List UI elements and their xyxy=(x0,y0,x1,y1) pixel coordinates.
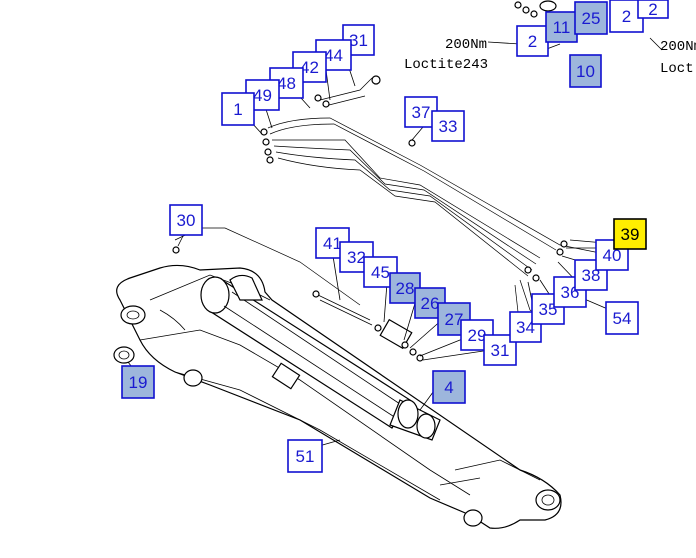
callout-4: 4 xyxy=(432,370,466,404)
callout-27: 27 xyxy=(437,302,471,336)
callout-19: 19 xyxy=(121,365,155,399)
boom-arm xyxy=(116,264,562,529)
callout-shade xyxy=(444,307,464,331)
callout-box xyxy=(637,0,669,19)
callout-label: 25 xyxy=(582,9,601,28)
callout-label: 51 xyxy=(296,447,315,466)
callout-box xyxy=(221,92,255,126)
callout-box xyxy=(613,218,647,250)
torque-note-right: 200Nm xyxy=(660,39,696,55)
callout-label: 37 xyxy=(412,103,431,122)
callout-shade xyxy=(421,292,439,314)
callout-11: 11 xyxy=(545,11,578,43)
callout-box xyxy=(169,204,203,236)
callout-34: 34 xyxy=(509,311,542,343)
callout-2: 2 xyxy=(516,25,549,57)
callout-label: 42 xyxy=(300,58,319,77)
hose-bundle xyxy=(172,75,611,331)
callout-label: 49 xyxy=(253,86,272,105)
callout-label: 34 xyxy=(516,318,535,337)
callout-1: 1 xyxy=(221,92,255,126)
callout-shade xyxy=(576,59,595,83)
callout-30: 30 xyxy=(169,204,203,236)
callout-label: 2 xyxy=(622,7,631,26)
callout-label: 11 xyxy=(553,18,571,37)
callout-shade xyxy=(396,277,414,299)
callout-39: 39 xyxy=(613,218,647,250)
callout-box xyxy=(509,311,542,343)
callout-label: 32 xyxy=(347,248,366,267)
callout-label: 2 xyxy=(648,0,657,19)
callout-label: 1 xyxy=(233,100,242,119)
callout-label: 31 xyxy=(349,31,368,50)
torque-note-left: 200Nm xyxy=(445,37,487,53)
valve-block xyxy=(312,290,424,362)
callout-label: 31 xyxy=(491,341,510,360)
callout-shade xyxy=(439,375,459,399)
callout-label: 33 xyxy=(439,117,458,136)
callout-shade xyxy=(128,370,148,394)
callout-box xyxy=(287,439,323,473)
callout-37: 37 xyxy=(404,96,438,128)
callout-label: 27 xyxy=(445,310,464,329)
callout-10: 10 xyxy=(569,54,602,88)
callout-label: 2 xyxy=(528,32,537,51)
loctite-note-left: Loctite243 xyxy=(404,57,488,73)
callout-label: 54 xyxy=(613,309,632,328)
callout-label: 40 xyxy=(603,246,622,265)
callout-box xyxy=(431,110,465,142)
callout-box xyxy=(516,25,549,57)
callout-label: 19 xyxy=(129,373,148,392)
callout-54: 54 xyxy=(605,301,639,335)
torque-notes: 200Nm Loctite243 200Nm Loct xyxy=(404,37,696,77)
callout-label: 35 xyxy=(539,300,558,319)
callout-label: 28 xyxy=(396,279,415,298)
callout-32: 32 xyxy=(339,241,374,273)
callout-51: 51 xyxy=(287,439,323,473)
callout-label: 30 xyxy=(177,211,196,230)
callout-33: 33 xyxy=(431,110,465,142)
callout-shade xyxy=(552,16,571,38)
callout-label: 48 xyxy=(277,74,296,93)
callout-label: 29 xyxy=(468,326,487,345)
callout-label: 44 xyxy=(324,46,343,65)
callout-label: 4 xyxy=(444,378,453,397)
callout-label: 41 xyxy=(323,234,342,253)
top-fittings xyxy=(514,0,663,57)
callout-label: 26 xyxy=(421,294,440,313)
callout-box xyxy=(553,276,587,308)
bushing-part xyxy=(113,346,135,364)
callout-25: 25 xyxy=(574,1,608,35)
callout-label: 10 xyxy=(576,62,595,81)
callout-box xyxy=(605,301,639,335)
loctite-note-right: Loct xyxy=(660,61,694,77)
hydraulic-cylinder xyxy=(200,274,441,441)
callout-label: 45 xyxy=(371,263,390,282)
callout-shade xyxy=(581,6,601,30)
callout-label: 39 xyxy=(621,225,640,244)
callout-2: 2 xyxy=(637,0,669,19)
callout-36: 36 xyxy=(553,276,587,308)
